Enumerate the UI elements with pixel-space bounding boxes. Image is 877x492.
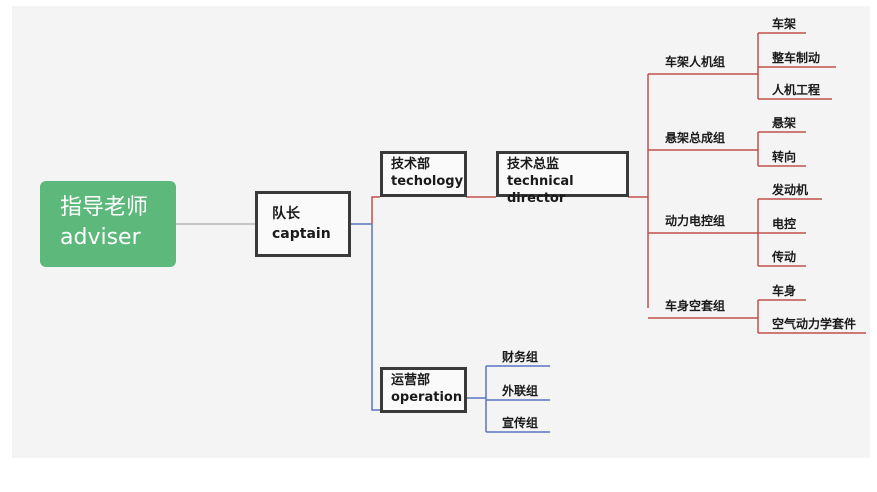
leaf-transmission[interactable]: 传动 (772, 250, 797, 264)
leaf-electronic-control[interactable]: 电控 (772, 217, 797, 231)
captain-label-en: captain (272, 226, 331, 242)
leaf-suspension[interactable]: 悬架 (772, 116, 797, 130)
group-frame-ergo[interactable]: 车架人机组 (665, 55, 726, 69)
node-operation-dept[interactable]: 运营部 operation (380, 367, 467, 413)
group-suspension[interactable]: 悬架总成组 (665, 131, 726, 145)
root-label-en: adviser (60, 225, 141, 250)
ops-publicity[interactable]: 宣传组 (502, 416, 539, 430)
leaf-ergo[interactable]: 人机工程 (772, 83, 821, 97)
node-captain[interactable]: 队长 captain (255, 191, 351, 257)
root-label-zh: 指导老师 (60, 195, 149, 220)
tech-label-en: techology (391, 174, 464, 189)
node-technical-director[interactable]: 技术总监 technical director (496, 151, 629, 206)
edge-captain-tech (371, 196, 380, 224)
group-body-aero[interactable]: 车身空套组 (665, 299, 726, 313)
edge-captain-operation (371, 224, 380, 411)
tech-label-zh: 技术部 (391, 157, 431, 172)
leaf-steering[interactable]: 转向 (772, 150, 797, 164)
leaf-frame[interactable]: 车架 (772, 17, 797, 31)
leaf-body[interactable]: 车身 (772, 284, 797, 298)
node-tech-dept[interactable]: 技术部 techology (380, 151, 467, 197)
director-label-en: technical director (507, 174, 574, 206)
ops-external[interactable]: 外联组 (502, 384, 539, 398)
director-label-zh: 技术总监 (507, 157, 560, 172)
leaf-brake[interactable]: 整车制动 (772, 51, 821, 65)
leaf-aero-kit[interactable]: 空气动力学套件 (772, 317, 857, 331)
root-node-adviser[interactable]: 指导老师 adviser (40, 181, 176, 267)
ops-finance[interactable]: 财务组 (502, 350, 539, 364)
captain-label-zh: 队长 (272, 206, 300, 222)
leaf-engine[interactable]: 发动机 (772, 183, 809, 197)
operation-label-en: operation (391, 390, 463, 405)
group-powertrain[interactable]: 动力电控组 (665, 214, 726, 228)
operation-label-zh: 运营部 (391, 373, 431, 388)
